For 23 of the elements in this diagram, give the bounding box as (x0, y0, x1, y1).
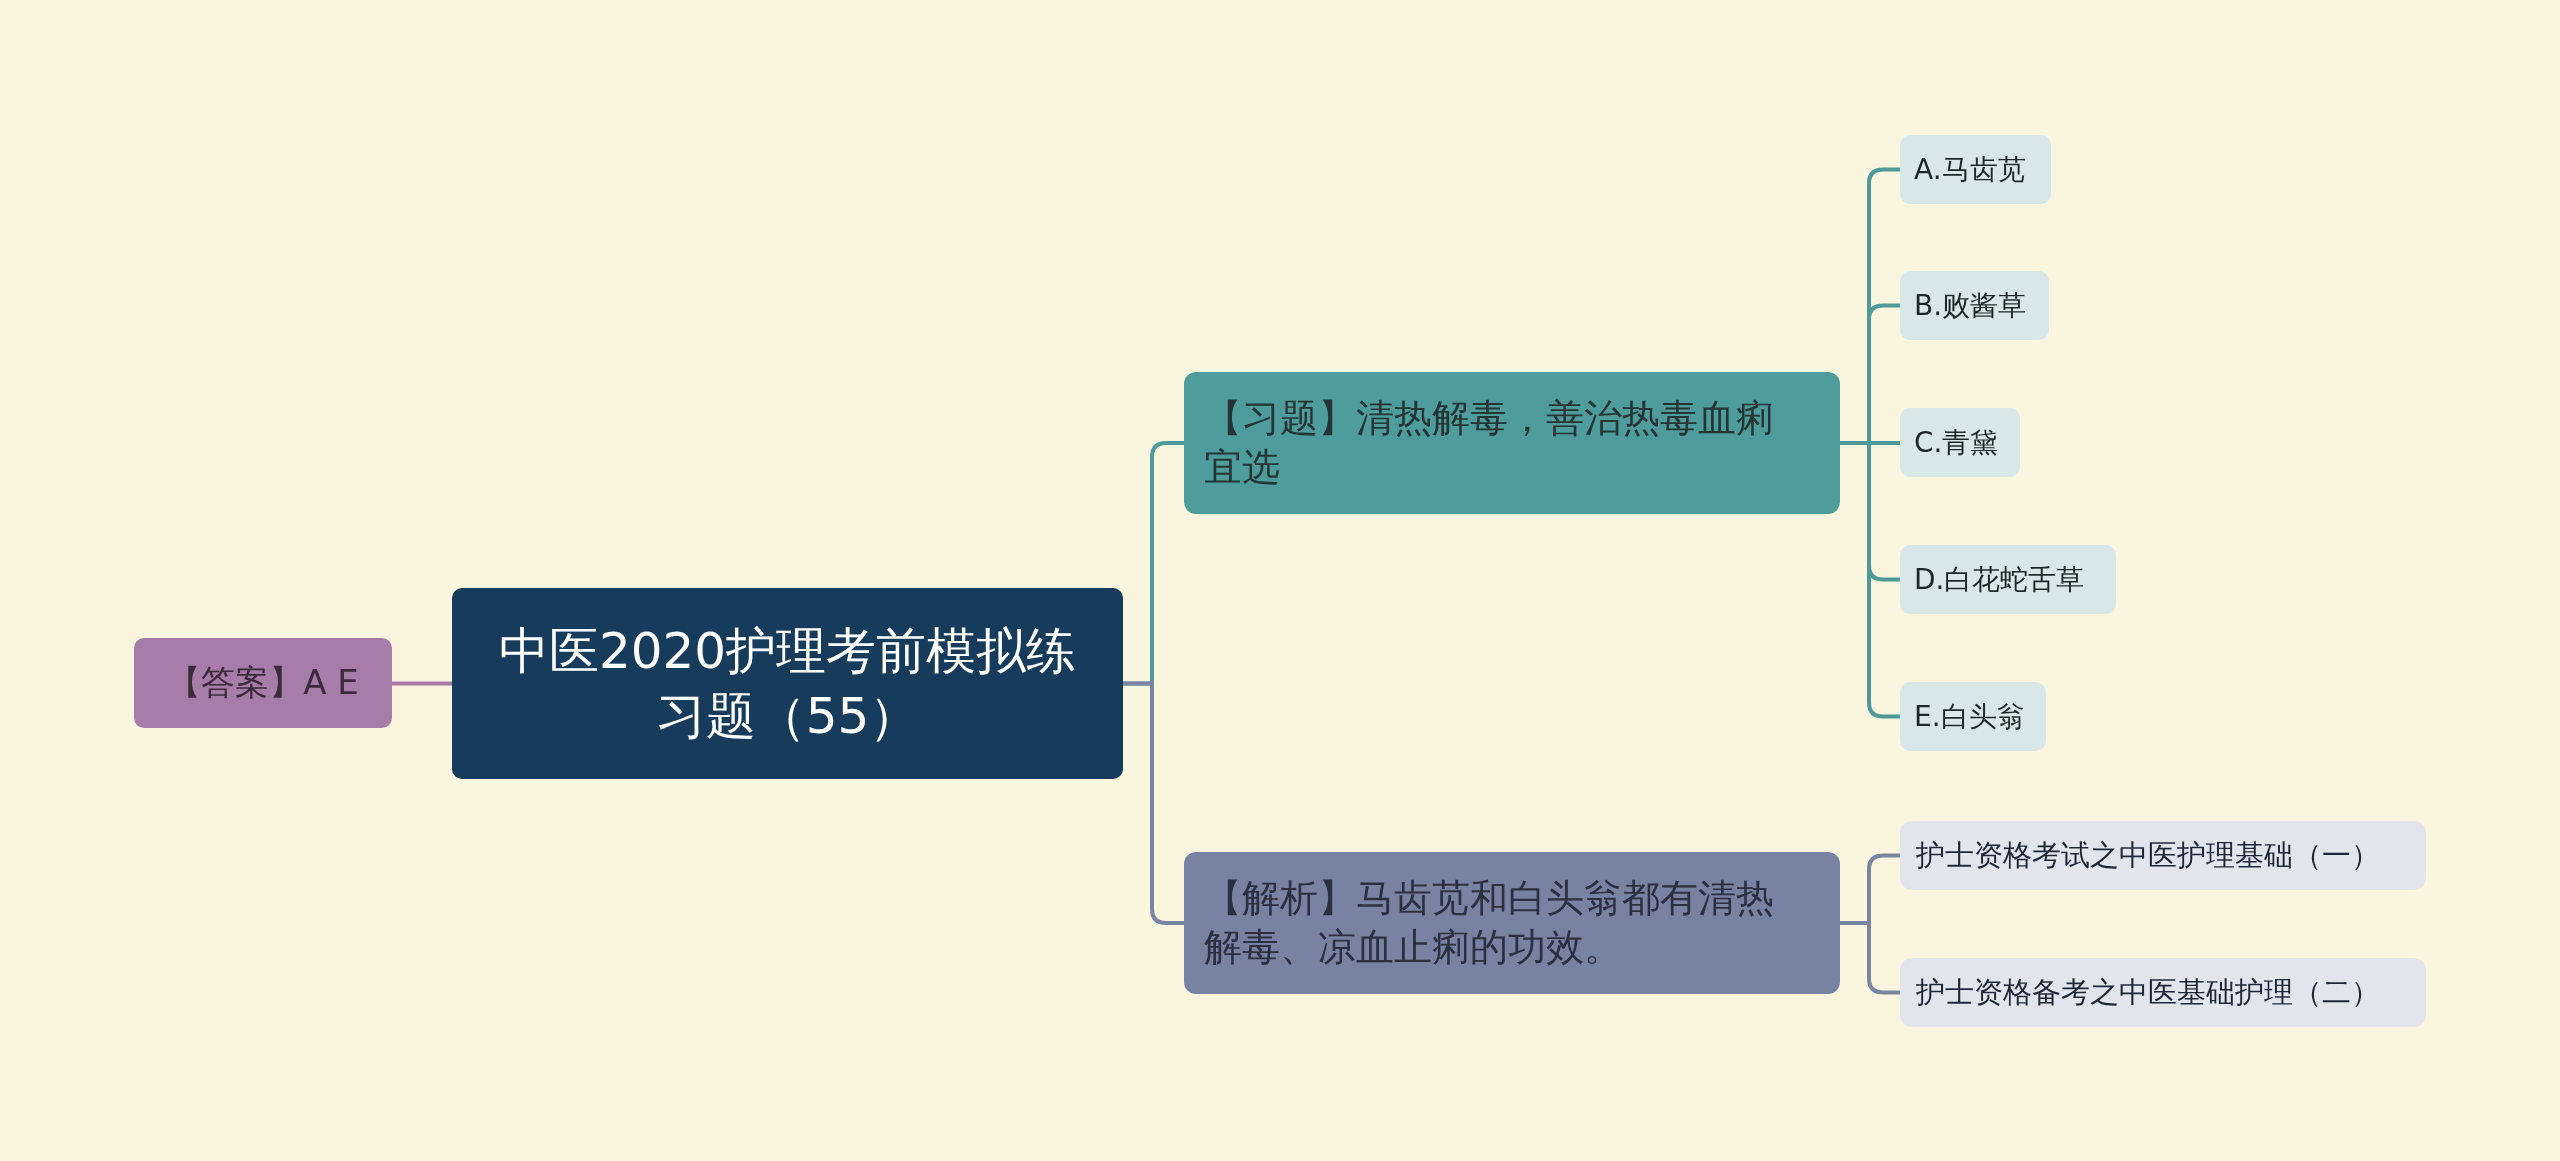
central-topic-box (452, 588, 1123, 779)
related-topic-box (1900, 821, 2426, 890)
option-text: E.白头翁 (1914, 698, 2025, 735)
question-topic-box (1184, 372, 1840, 514)
option-box (1900, 135, 2051, 204)
related-topic-text: 护士资格考试之中医护理基础（一） (1916, 836, 2380, 874)
option-text: D.白花蛇舌草 (1914, 561, 2085, 598)
question-text: 【习题】清热解毒，善治热毒血痢宜选 (1204, 394, 1775, 491)
related-topic-box (1900, 958, 2426, 1027)
analysis-topic-box (1184, 852, 1840, 994)
analysis-text: 【解析】马齿苋和白头翁都有清热解毒、凉血止痢的功效。 (1204, 874, 1775, 971)
option-text: A.马齿苋 (1914, 151, 2026, 188)
option-box (1900, 408, 2020, 477)
answer-text: 【答案】A E (167, 661, 359, 704)
related-topic-text: 护士资格备考之中医基础护理（二） (1916, 973, 2380, 1011)
answer-topic-box (134, 638, 392, 728)
branch-line (392, 681, 452, 686)
topic-title: 中医2020护理考前模拟练习题（55） (497, 620, 1078, 747)
option-text: B.败酱草 (1914, 287, 2027, 324)
option-box (1900, 271, 2049, 340)
option-text: C.青黛 (1914, 424, 1999, 461)
option-box (1900, 545, 2116, 614)
option-box (1900, 682, 2046, 751)
